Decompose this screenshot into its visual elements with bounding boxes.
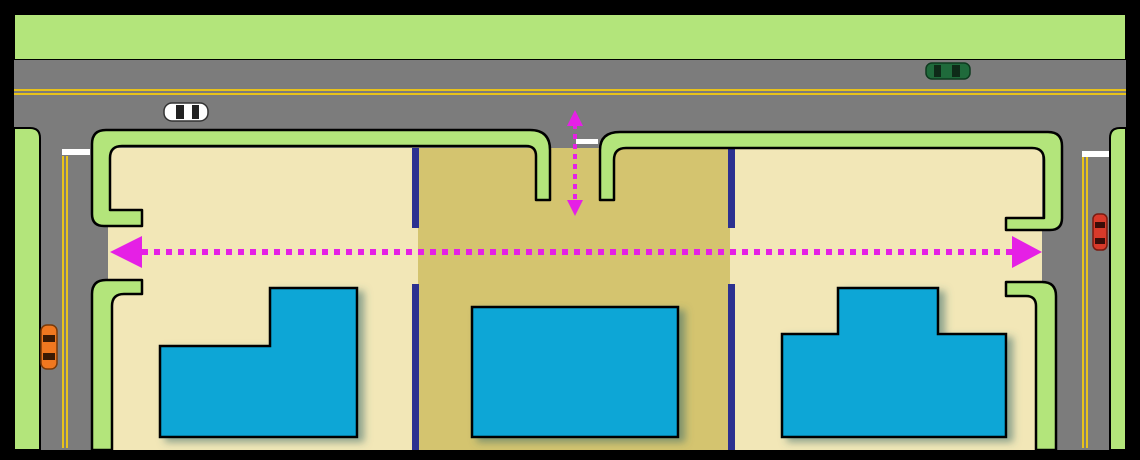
east-property-line — [728, 148, 735, 450]
west-building — [158, 286, 359, 439]
east-side-road-center-line — [1082, 156, 1088, 448]
center-building — [470, 305, 680, 439]
west-property-line — [412, 148, 419, 450]
green-car — [925, 62, 971, 80]
east-building — [780, 286, 1008, 439]
cross-access-arrowhead-west — [110, 236, 142, 268]
top-grass-strip — [13, 13, 1127, 61]
north-west-curb — [90, 128, 552, 228]
landscaping-curbs — [90, 128, 1064, 452]
south-east-curb — [1004, 280, 1058, 452]
cross-access-arrow — [110, 236, 1042, 268]
east-edge-grass — [1109, 127, 1127, 451]
driveway-access-arrowhead-north — [567, 110, 583, 126]
main-road-center-line — [14, 89, 1126, 95]
west-side-road-center-line — [62, 156, 68, 448]
west-stop-bar — [62, 149, 90, 155]
red-car — [1092, 213, 1108, 251]
driveway-access-arrow — [567, 110, 583, 216]
cross-access-arrowhead-east — [1012, 236, 1042, 268]
center-stop-bar — [576, 139, 598, 144]
south-west-curb — [90, 278, 144, 452]
east-stop-bar — [1082, 151, 1110, 157]
orange-car — [40, 324, 58, 370]
white-car — [163, 102, 209, 122]
north-east-curb — [598, 130, 1064, 232]
west-edge-grass — [13, 127, 41, 451]
driveway-access-arrowhead-south — [567, 200, 583, 216]
